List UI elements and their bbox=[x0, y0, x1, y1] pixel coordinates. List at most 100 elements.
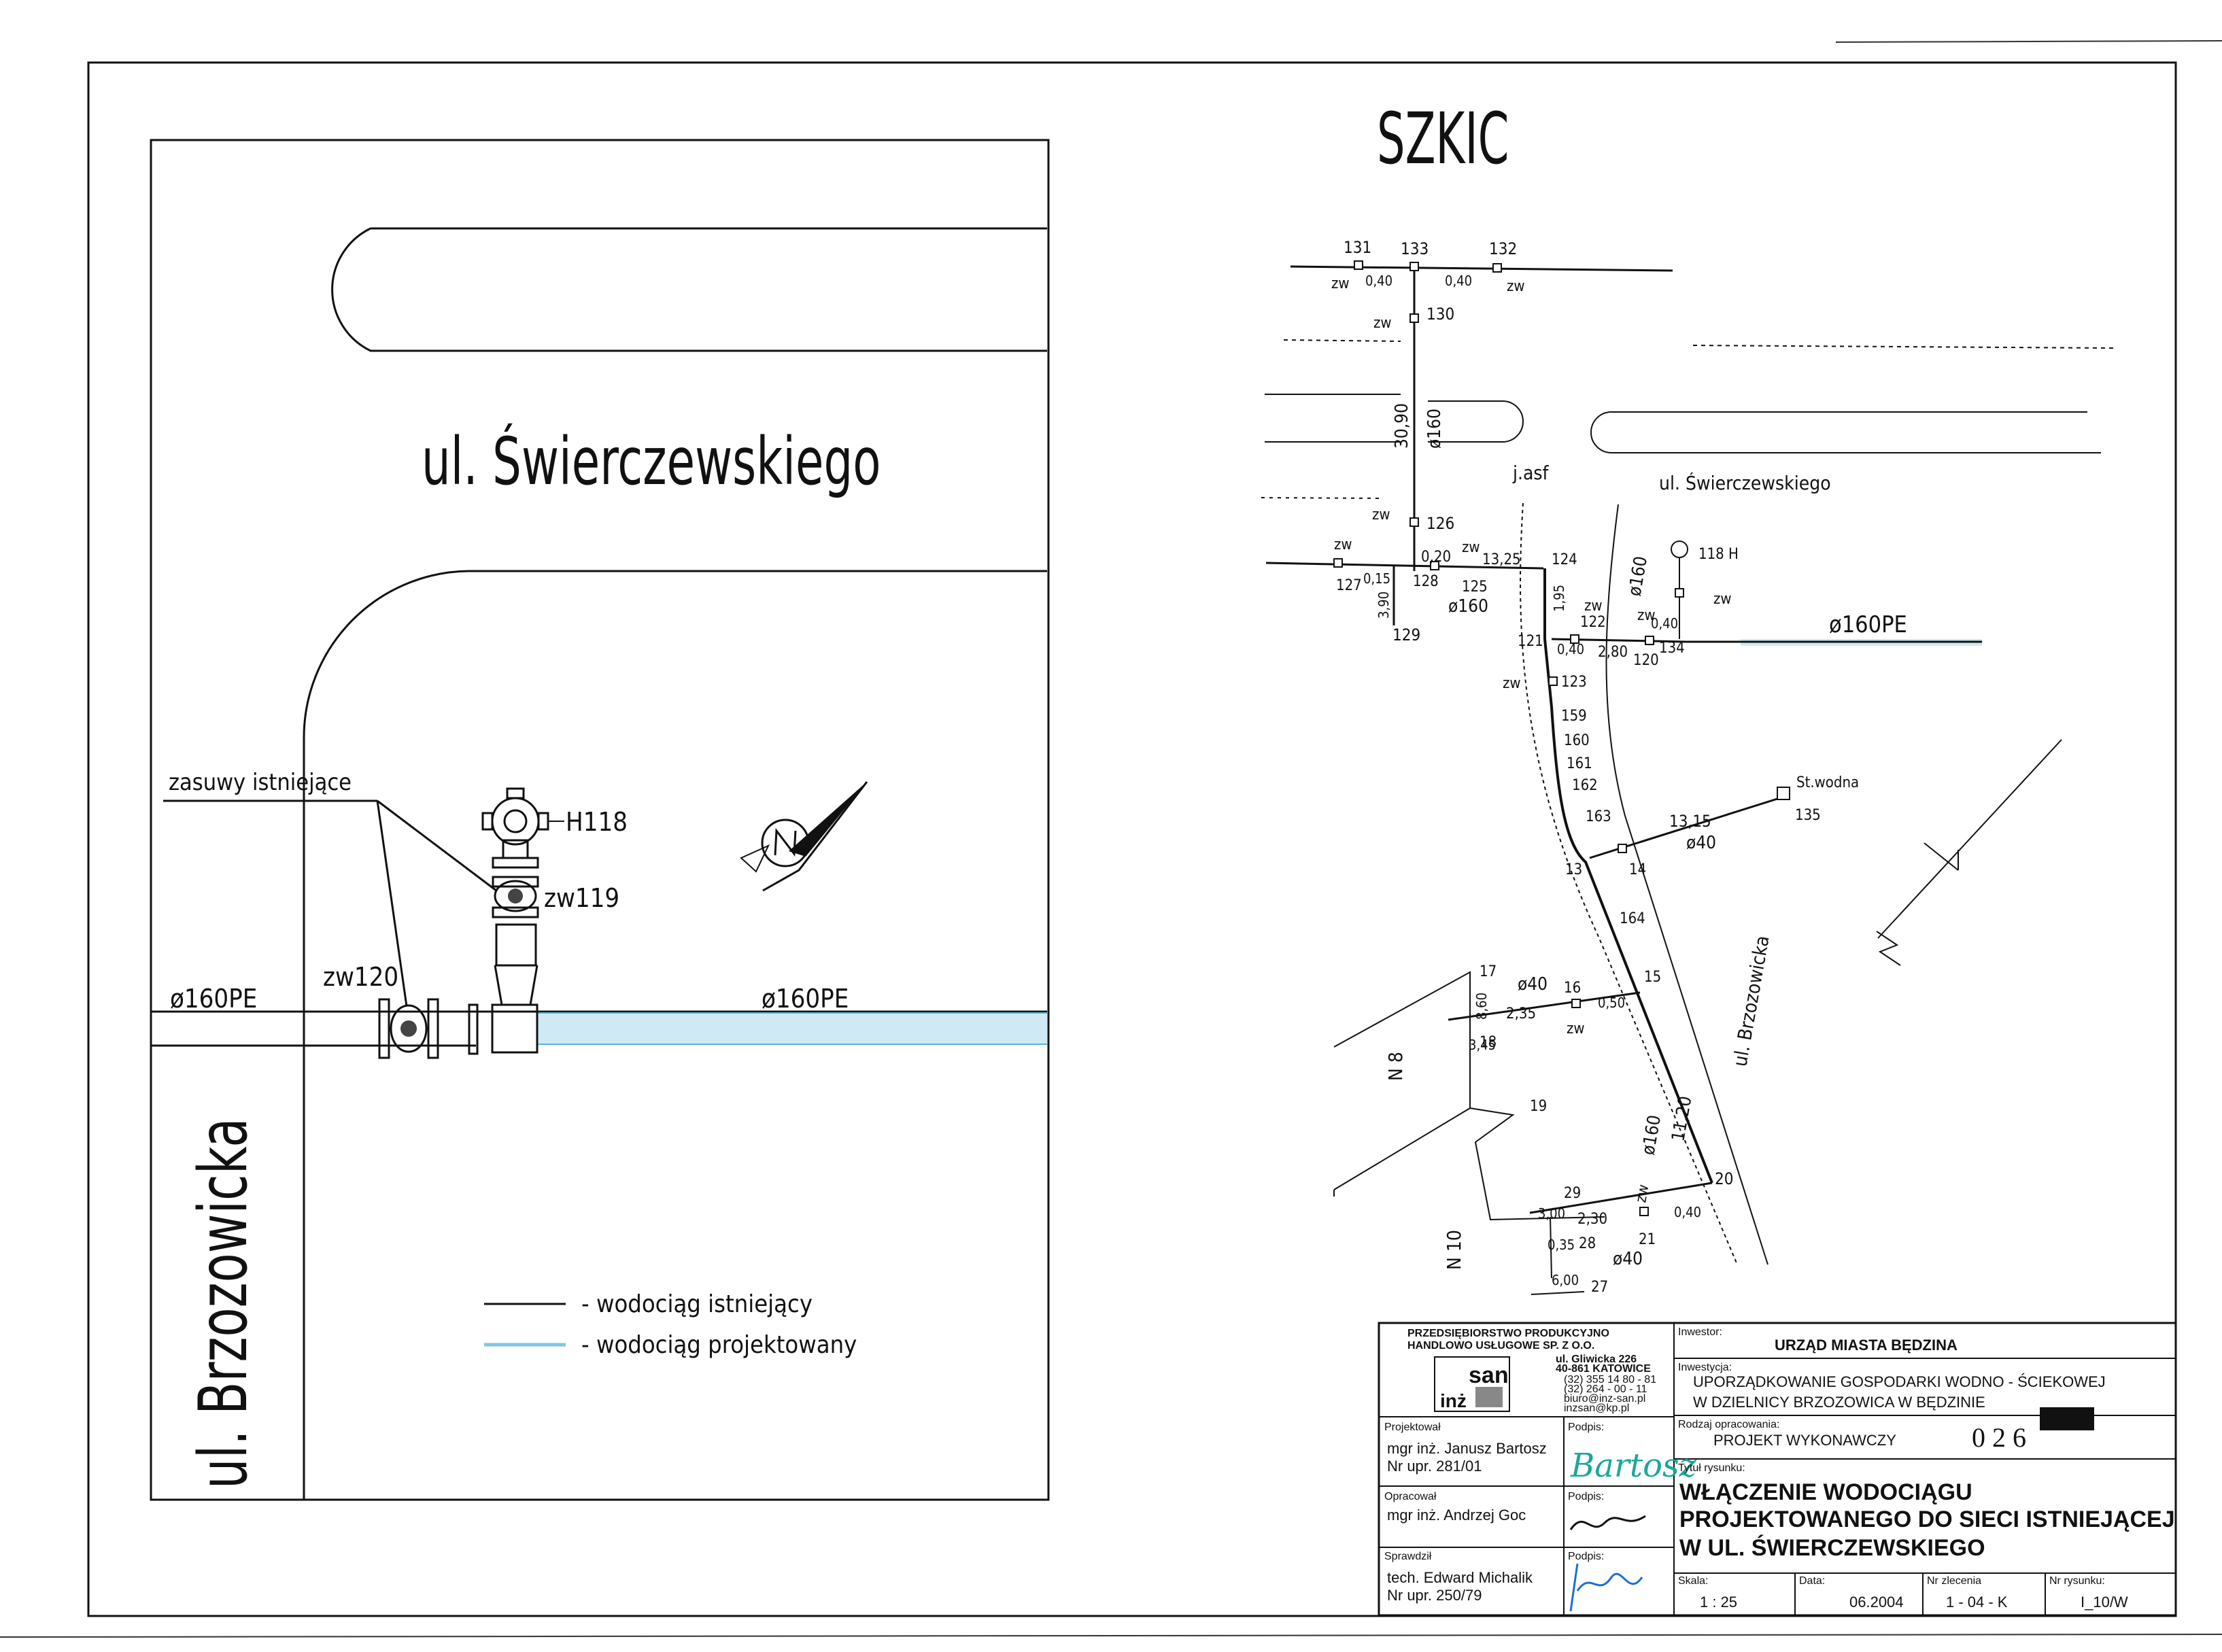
node-29: 29 bbox=[1564, 1185, 1581, 1202]
sketch-panel: SZKIC 131 133 132 0,40 0,40 zw zw 130 zw… bbox=[1261, 99, 2115, 1296]
riser-pipe bbox=[495, 923, 537, 967]
zw-131: zw bbox=[1331, 275, 1350, 292]
investor-label: Inwestor: bbox=[1678, 1326, 1722, 1338]
pipe-mark-40-a: ø40 bbox=[1686, 833, 1716, 853]
dim-050: 0,50 bbox=[1598, 995, 1625, 1011]
date-label: Data: bbox=[1799, 1575, 1825, 1587]
node-130: 130 bbox=[1426, 305, 1454, 324]
valves-leader-2 bbox=[377, 799, 497, 892]
company-addr2: 40-861 KATOWICE bbox=[1556, 1363, 1651, 1375]
node-128: 128 bbox=[1413, 573, 1439, 590]
type-label: Rodzaj opracowania: bbox=[1678, 1419, 1779, 1430]
sketch-hydrant-label: 118 H bbox=[1698, 546, 1739, 563]
st-wodna: St.wodna bbox=[1796, 774, 1859, 791]
zw-120: zw bbox=[1637, 607, 1656, 624]
company-mail1: biuro@inz-san.pl bbox=[1564, 1393, 1645, 1405]
zw-126: zw bbox=[1372, 506, 1390, 523]
sign-label-3: Podpis: bbox=[1568, 1551, 1604, 1562]
dim-1315: 13,15 bbox=[1669, 812, 1711, 831]
node-13: 13 bbox=[1565, 861, 1582, 878]
node-134: 134 bbox=[1659, 640, 1685, 657]
road-island bbox=[331, 227, 1047, 352]
company-logo: san inż bbox=[1434, 1356, 1510, 1412]
dim-040-d: 0,40 bbox=[1651, 615, 1678, 632]
node-161: 161 bbox=[1567, 755, 1592, 772]
drawing-no-label: Nr rysunku: bbox=[2049, 1575, 2105, 1587]
node-126: 126 bbox=[1426, 514, 1454, 533]
street-left-label: ul. Brzozowicka bbox=[184, 1118, 262, 1489]
node-124: 124 bbox=[1552, 551, 1577, 568]
label-zw120: zw120 bbox=[323, 962, 398, 992]
sign-author bbox=[1569, 1515, 1646, 1530]
dim-300: 3,00 bbox=[1538, 1205, 1565, 1222]
label-zw119: zw119 bbox=[544, 883, 619, 913]
stamp-no: 026 bbox=[1972, 1422, 2033, 1453]
investor-value: URZĄD MIASTA BĘDZINA bbox=[1775, 1337, 1958, 1354]
zw-125: zw bbox=[1462, 539, 1480, 556]
sheet-frame bbox=[87, 61, 2177, 1617]
designer-no: Nr upr. 281/01 bbox=[1387, 1458, 1482, 1475]
node-28: 28 bbox=[1579, 1235, 1596, 1252]
dim-390: 3,90 bbox=[1375, 591, 1392, 619]
valve-zw119 bbox=[492, 839, 539, 918]
node-122: 122 bbox=[1580, 614, 1606, 631]
zw-123: zw bbox=[1503, 675, 1521, 692]
company-mail2: inzsan@kp.pl bbox=[1564, 1403, 1629, 1414]
node-20: 20 bbox=[1715, 1169, 1733, 1188]
investment-label: Inwestycja: bbox=[1678, 1362, 1732, 1373]
pipe-label-left: ø160PE bbox=[170, 984, 257, 1014]
pipe-mark-40-b: ø40 bbox=[1518, 974, 1548, 995]
logo-text: san bbox=[1469, 1362, 1509, 1388]
designed-pipe bbox=[537, 1013, 1047, 1044]
sketch-pipe-label: ø160PE bbox=[1829, 611, 1907, 638]
building-outline bbox=[1333, 971, 1605, 1221]
logo-sub: inż bbox=[1440, 1390, 1467, 1411]
sketch-north-arrow-icon bbox=[1876, 739, 2062, 966]
sign-designer: Bartosz bbox=[1570, 1447, 1697, 1485]
dim-195: 1,95 bbox=[1551, 585, 1567, 612]
dim-230: 2,30 bbox=[1577, 1211, 1607, 1228]
checker-no: Nr upr. 250/79 bbox=[1387, 1587, 1482, 1604]
zw-132: zw bbox=[1507, 278, 1525, 295]
node-123: 123 bbox=[1561, 674, 1587, 691]
zw-119: zw bbox=[1713, 591, 1732, 608]
sketch-hydrant-icon bbox=[1671, 540, 1688, 558]
valves-leader-1 bbox=[376, 800, 408, 1007]
designer-label: Projektował bbox=[1384, 1422, 1441, 1433]
scale-value: 1 : 25 bbox=[1700, 1594, 1737, 1611]
node-127: 127 bbox=[1336, 577, 1362, 594]
author-label: Opracował bbox=[1384, 1491, 1437, 1502]
node-18: 18 bbox=[1480, 1034, 1497, 1051]
j-asf: j.asf bbox=[1512, 462, 1550, 484]
dim-235: 2,35 bbox=[1506, 1005, 1536, 1022]
zw-122: zw bbox=[1584, 598, 1603, 615]
legend-existing-text: - wodociąg istniejący bbox=[581, 1290, 813, 1318]
zw-127: zw bbox=[1334, 536, 1352, 553]
node-27: 27 bbox=[1591, 1279, 1608, 1296]
sign-checker bbox=[1569, 1563, 1643, 1612]
node-163: 163 bbox=[1586, 808, 1611, 825]
company-tel2: (32) 264 - 00 - 11 bbox=[1564, 1383, 1647, 1395]
dim-3090: 30,90 bbox=[1392, 403, 1412, 449]
label-n10: N 10 bbox=[1443, 1230, 1465, 1270]
zw-16: zw bbox=[1567, 1020, 1585, 1037]
dim-1120: 11,20 bbox=[1668, 1095, 1696, 1143]
node-19: 19 bbox=[1530, 1098, 1547, 1115]
node-121: 121 bbox=[1518, 633, 1543, 650]
scale-label: Skala: bbox=[1678, 1575, 1708, 1587]
node-14: 14 bbox=[1629, 861, 1646, 878]
redacted-stamp bbox=[2040, 1407, 2094, 1430]
order-label: Nr zlecenia bbox=[1927, 1575, 1981, 1587]
drawing-title-3: W UL. ŚWIERCZEWSKIEGO bbox=[1679, 1535, 1985, 1561]
dim-600: 6,00 bbox=[1552, 1272, 1579, 1288]
node-120: 120 bbox=[1633, 652, 1659, 669]
node-159: 159 bbox=[1561, 708, 1587, 725]
dim-860: 8,60 bbox=[1473, 993, 1490, 1020]
checker-name: tech. Edward Michalik bbox=[1387, 1569, 1533, 1586]
node-135: 135 bbox=[1795, 807, 1821, 824]
company-line2: HANDLOWO USŁUGOWE SP. Z O.O. bbox=[1407, 1340, 1594, 1352]
order-value: 1 - 04 - K bbox=[1946, 1594, 2008, 1611]
node-131: 131 bbox=[1344, 238, 1371, 257]
label-n8: N 8 bbox=[1384, 1052, 1407, 1081]
